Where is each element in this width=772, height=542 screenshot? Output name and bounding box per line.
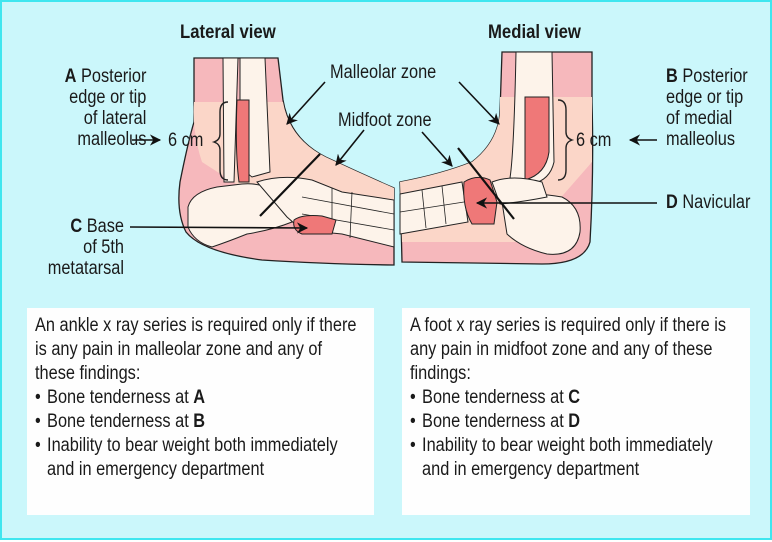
medial-foot-drawing [399, 51, 594, 265]
ankle-rule-intro: An ankle x ray series is required only i… [35, 315, 357, 384]
label-b-letter: B [666, 66, 678, 87]
ankle-rule-box: An ankle x ray series is required only i… [27, 308, 374, 515]
ankle-rule-list: Bone tenderness at A Bone tenderness at … [35, 386, 365, 482]
label-c-line-1: Base [86, 216, 124, 237]
label-c-line-2: of 5th [83, 237, 124, 258]
label-c-letter: C [70, 216, 83, 237]
foot-rule-item: Bone tenderness at D [410, 410, 741, 434]
ankle-rule-item: Inability to bear weight both immediatel… [35, 434, 365, 482]
arrow-malleolar-lateral [286, 81, 326, 125]
medial-view-title: Medial view [488, 22, 581, 43]
label-b-line-4: malleolus [666, 129, 736, 150]
label-a-line-1: Posterior [81, 66, 147, 87]
label-a-line-4: malleolus [77, 129, 147, 150]
medial-measure: 6 cm [576, 130, 612, 151]
ankle-rule-item: Bone tenderness at B [35, 410, 365, 434]
foot-rule-list: Bone tenderness at C Bone tenderness at … [410, 386, 741, 482]
label-c: C Base of 5th metatarsal [38, 216, 124, 279]
label-d: D Navicular [666, 192, 750, 213]
foot-rule-item: Inability to bear weight both immediatel… [410, 434, 741, 482]
label-b-line-3: of medial [666, 108, 733, 129]
lateral-tarsals [256, 176, 395, 248]
foot-rule-intro: A foot x ray series is required only if … [410, 315, 727, 384]
arrow-midfoot-medial [421, 131, 453, 167]
label-a-letter: A [64, 66, 77, 87]
label-d-text: Navicular [682, 192, 751, 213]
arrow-malleolar-medial [458, 81, 500, 125]
label-a-line-2: edge or tip [69, 87, 147, 108]
foot-rule-box: A foot x ray series is required only if … [402, 308, 750, 515]
label-b: B Posterior edge or tip of medial malleo… [666, 66, 748, 150]
foot-rule-item: Bone tenderness at C [410, 386, 741, 410]
label-a-line-3: of lateral [83, 108, 147, 129]
medial-6cm-brace [557, 99, 575, 181]
lateral-measure: 6 cm [168, 130, 204, 151]
lateral-foot-drawing [178, 57, 395, 266]
malleolar-zone-label: Malleolar zone [330, 62, 437, 83]
midfoot-zone-label: Midfoot zone [338, 110, 432, 131]
arrow-midfoot-lateral [335, 129, 365, 166]
lateral-view-title: Lateral view [180, 22, 276, 43]
tender-point-a [235, 99, 250, 183]
ankle-rule-item: Bone tenderness at A [35, 386, 365, 410]
label-c-line-3: metatarsal [47, 258, 124, 279]
lateral-6cm-brace [211, 101, 229, 181]
leader-arrows [129, 81, 657, 234]
tender-point-c [293, 215, 337, 235]
arrow-c [129, 222, 309, 234]
label-b-line-1: Posterior [682, 66, 748, 87]
label-b-line-2: edge or tip [666, 87, 744, 108]
label-d-letter: D [666, 192, 678, 213]
lateral-fibula [222, 57, 239, 183]
label-a: A Posterior edge or tip of lateral malle… [26, 66, 147, 150]
medial-forefoot-bones [399, 181, 469, 235]
